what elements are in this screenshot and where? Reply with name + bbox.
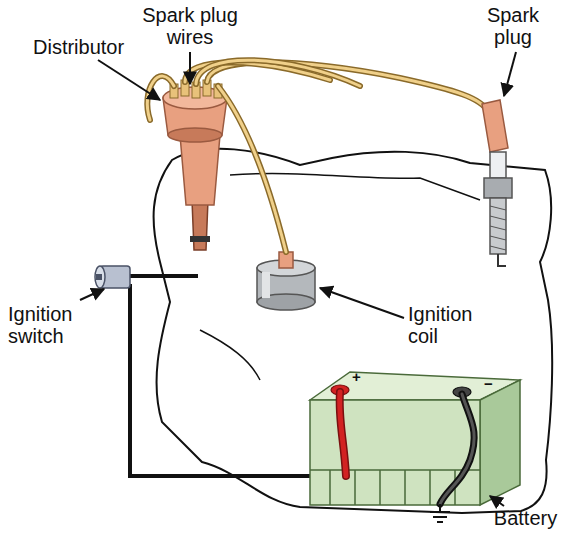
spark-plug-wires-picture-part (207, 62, 488, 112)
ground-symbol (430, 504, 450, 522)
spark-plug-wires-picture-part (218, 86, 286, 252)
engine-outline-part (200, 330, 260, 380)
leader-arrows-part (98, 60, 160, 100)
ground-symbol-part (439, 504, 441, 512)
leader-arrows-part (490, 496, 504, 506)
ground-symbol-part (437, 521, 443, 523)
spark-plug-wires-picture-part (196, 60, 360, 86)
part-label: Spark plug wires (135, 4, 245, 48)
spark-plug-wires-picture-part (196, 60, 360, 86)
ground-symbol-part (433, 516, 447, 518)
battery-cables-part (440, 394, 474, 504)
switch-wiring-part (130, 274, 198, 278)
ground-symbol-part (430, 511, 450, 513)
distributor-picture-part (168, 128, 222, 142)
spark-plug-picture (482, 100, 512, 266)
battery-cables-part (440, 394, 474, 504)
spark-plug-wires-picture-part (147, 76, 174, 120)
ignition-coil-picture (257, 252, 315, 310)
spark-plug-picture-part (490, 198, 506, 254)
battery-picture-part (480, 380, 520, 505)
leader-arrows-part (189, 52, 191, 84)
part-label: Battery (488, 507, 563, 529)
spark-plug-picture-part (490, 152, 506, 178)
leader-arrows-part (504, 52, 516, 96)
leader-arrows (80, 52, 516, 506)
part-label: Ignition switch (8, 303, 98, 347)
distributor-picture-part (180, 135, 220, 205)
distributor-picture-part (192, 200, 208, 250)
spark-plug-wires-picture-part (218, 86, 286, 252)
ignition-coil-picture-part (262, 272, 270, 298)
part-label: Ignition coil (408, 303, 498, 347)
spark-plug-picture-part (498, 254, 506, 266)
ignition-switch-picture-part (96, 274, 102, 280)
part-label: Spark plug (478, 4, 548, 48)
ignition-switch-picture-part (95, 266, 105, 288)
distributor-picture-part (190, 236, 210, 242)
spark-plug-wires-picture-part (207, 62, 488, 112)
battery-cables-part (340, 392, 346, 476)
spark-plug-wires-picture (147, 60, 488, 252)
distributor-picture (163, 80, 227, 250)
spark-plug-picture-part (484, 178, 512, 198)
spark-plug-picture-part (490, 206, 506, 250)
spark-plug-picture-part (482, 100, 508, 152)
leader-arrows-part (320, 288, 404, 318)
battery-picture (310, 372, 520, 505)
terminal-sign: + (352, 369, 361, 384)
battery-cables-part (340, 392, 346, 476)
part-label: Distributor (33, 36, 153, 58)
battery-cables (340, 392, 475, 504)
ignition-switch-picture (95, 266, 130, 288)
spark-plug-wires-picture-part (147, 76, 174, 120)
terminal-sign: − (484, 376, 493, 391)
leader-arrows-part (80, 289, 104, 300)
